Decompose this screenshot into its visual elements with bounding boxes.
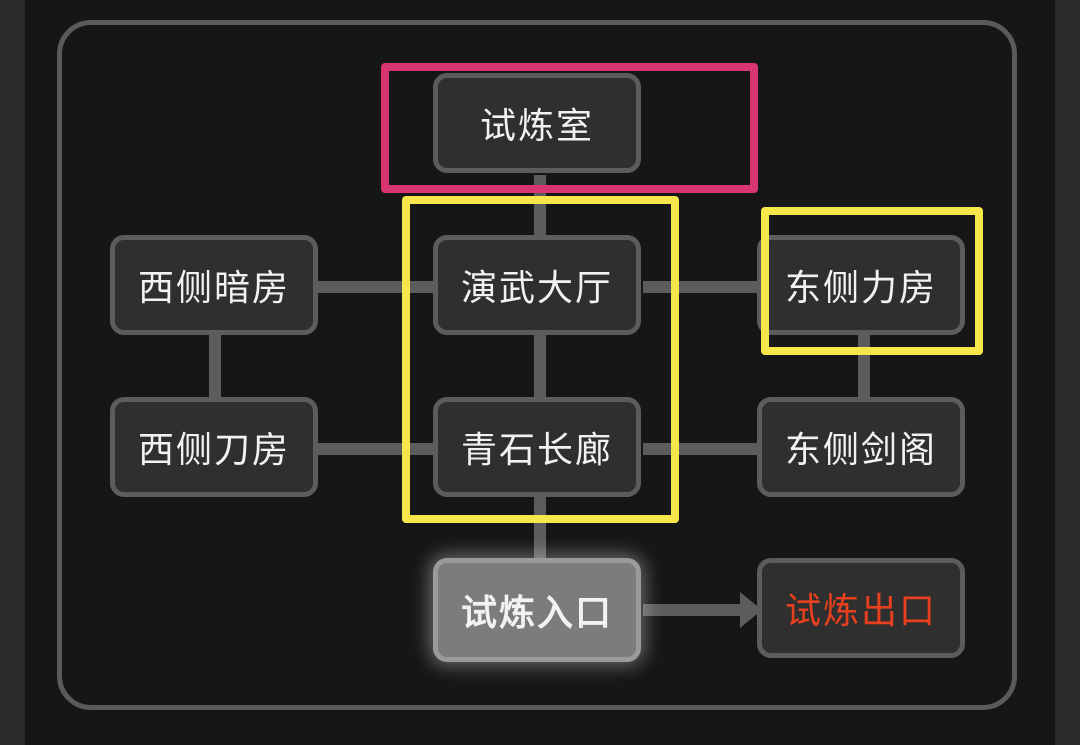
room-west-blade-room[interactable]: 西侧刀房 [110,397,318,497]
room-trial-room[interactable]: 试炼室 [433,73,641,173]
room-east-sword-pavilion[interactable]: 东侧剑阁 [757,397,965,497]
room-martial-hall[interactable]: 演武大厅 [433,235,641,335]
room-bluestone-corridor[interactable]: 青石长廊 [433,397,641,497]
room-west-dark-room[interactable]: 西侧暗房 [110,235,318,335]
room-trial-exit[interactable]: 试炼出口 [757,558,965,658]
arrow-to-exit-icon [740,592,762,628]
room-trial-entrance-current[interactable]: 试炼入口 [433,558,641,662]
map-panel [57,20,1017,710]
room-east-power-room[interactable]: 东侧力房 [757,235,965,335]
